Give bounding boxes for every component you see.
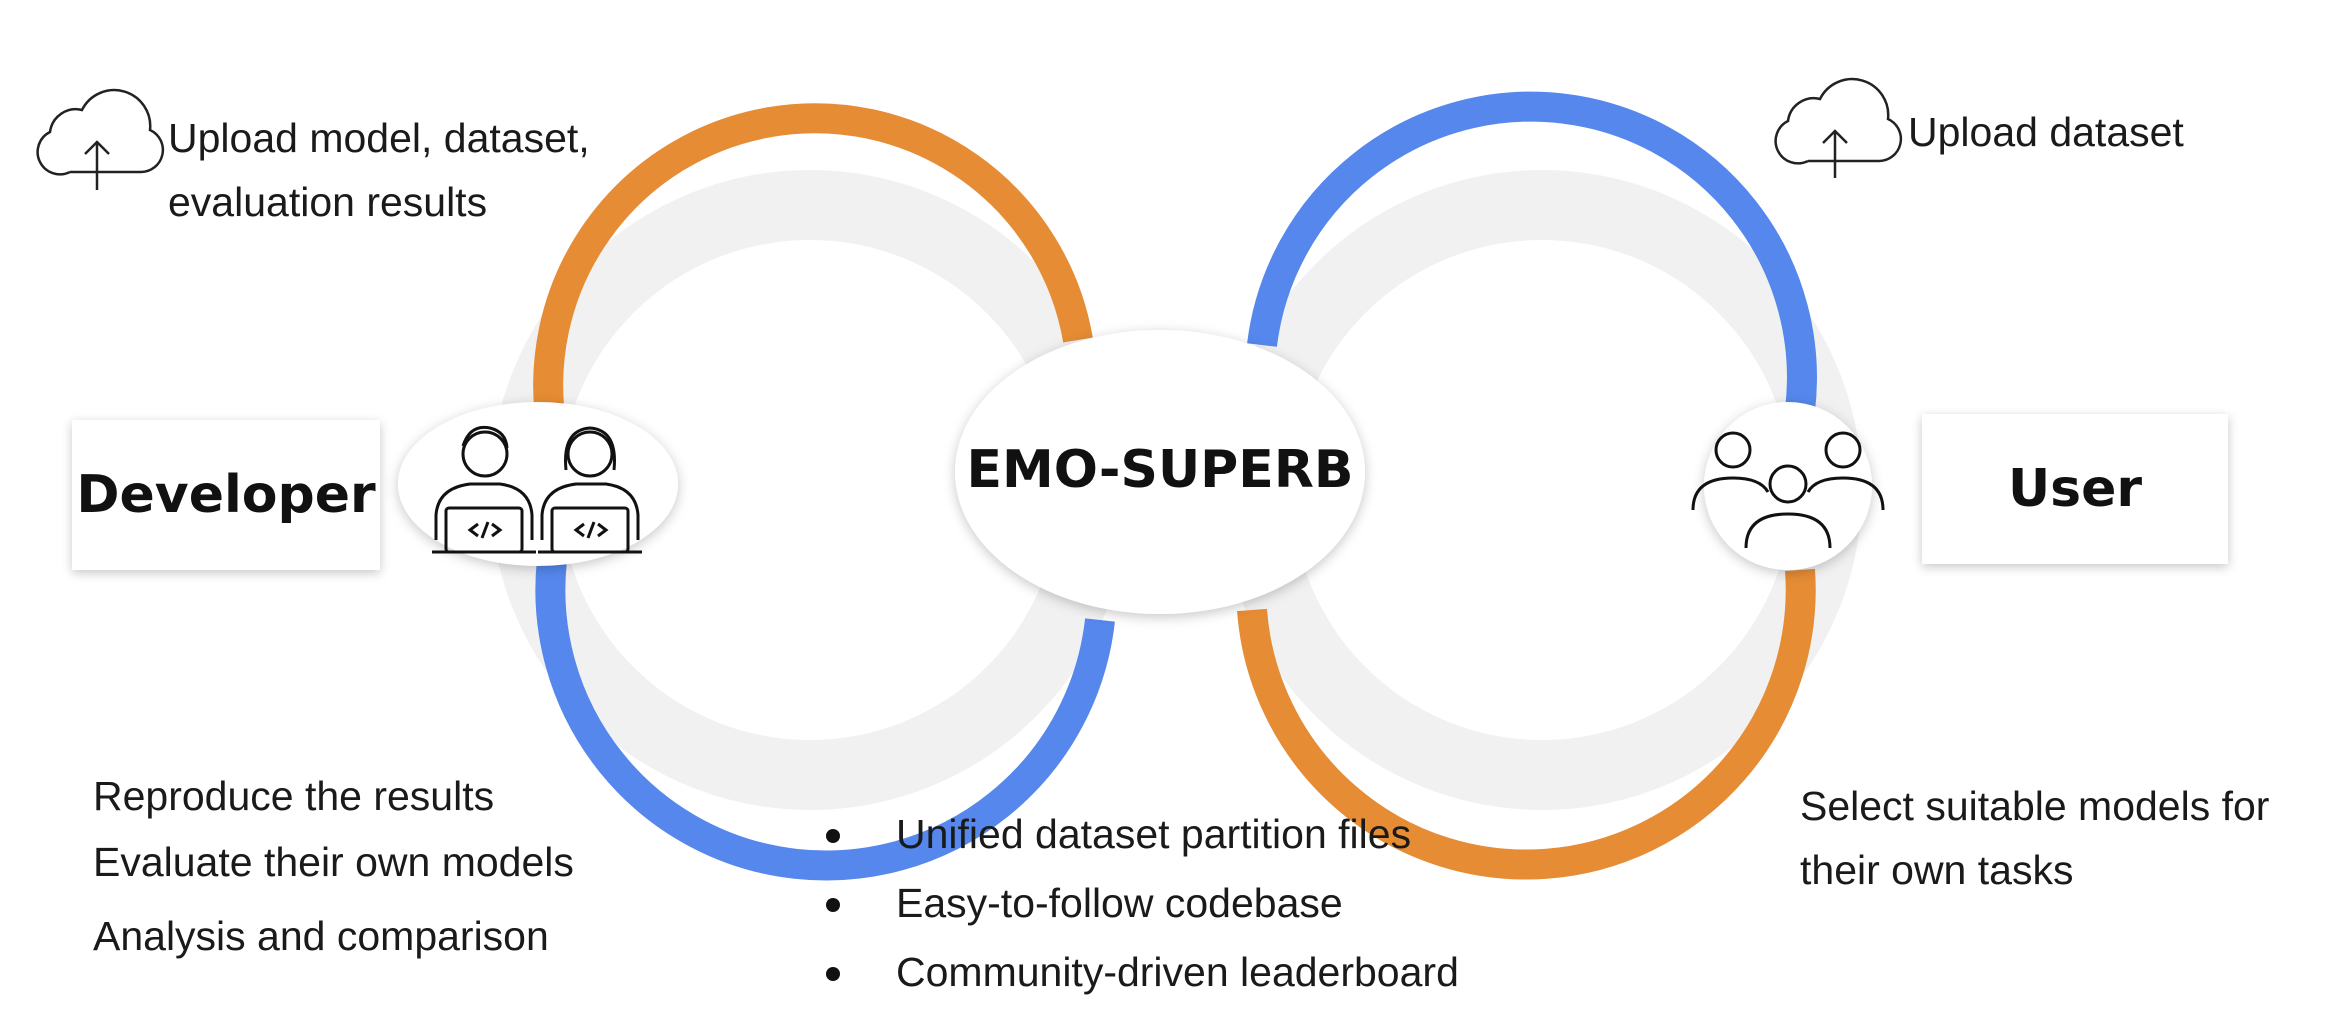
left-loop-orange — [533, 103, 1093, 433]
developer-upload-text: Upload model, dataset, evaluation result… — [168, 106, 590, 234]
developer-action: Analysis and comparison — [93, 913, 549, 959]
cloud-upload-icon — [36, 88, 165, 190]
developer-upload-line: evaluation results — [168, 179, 488, 225]
left-loop-blue — [535, 558, 1115, 881]
user-label: User — [2007, 459, 2143, 519]
right-loop-orange — [1237, 568, 1816, 880]
developer-upload-line: Upload model, dataset, — [168, 115, 590, 161]
center-label: EMO-SUPERB — [966, 440, 1354, 500]
cloud-upload-icon — [1774, 77, 1903, 178]
developer-label: Developer — [76, 465, 376, 525]
developer-action: Evaluate their own models — [93, 839, 574, 885]
feature-item: Unified dataset partition files — [816, 800, 1459, 869]
user-action: Select suitable models for — [1800, 783, 2270, 829]
feature-item: Easy-to-follow codebase — [816, 869, 1459, 938]
user-actions: Select suitable models for their own tas… — [1800, 774, 2269, 902]
developer-icon-bubble — [398, 402, 678, 566]
user-upload-text: Upload dataset — [1908, 109, 2184, 155]
right-loop-blue — [1247, 91, 1817, 412]
user-icon-bubble — [1704, 402, 1872, 570]
developer-action: Reproduce the results — [93, 773, 495, 819]
feature-list: Unified dataset partition files Easy-to-… — [816, 800, 1459, 1007]
developer-actions: Reproduce the results Evaluate their own… — [93, 763, 574, 969]
center-bubble — [955, 330, 1365, 614]
developer-box: Developer — [72, 420, 380, 570]
user-action: their own tasks — [1800, 847, 2074, 893]
feature-item: Community-driven leaderboard — [816, 938, 1459, 1007]
users-group-icon — [1691, 431, 1885, 549]
user-box: User — [1922, 414, 2228, 564]
developers-icon — [432, 425, 642, 554]
